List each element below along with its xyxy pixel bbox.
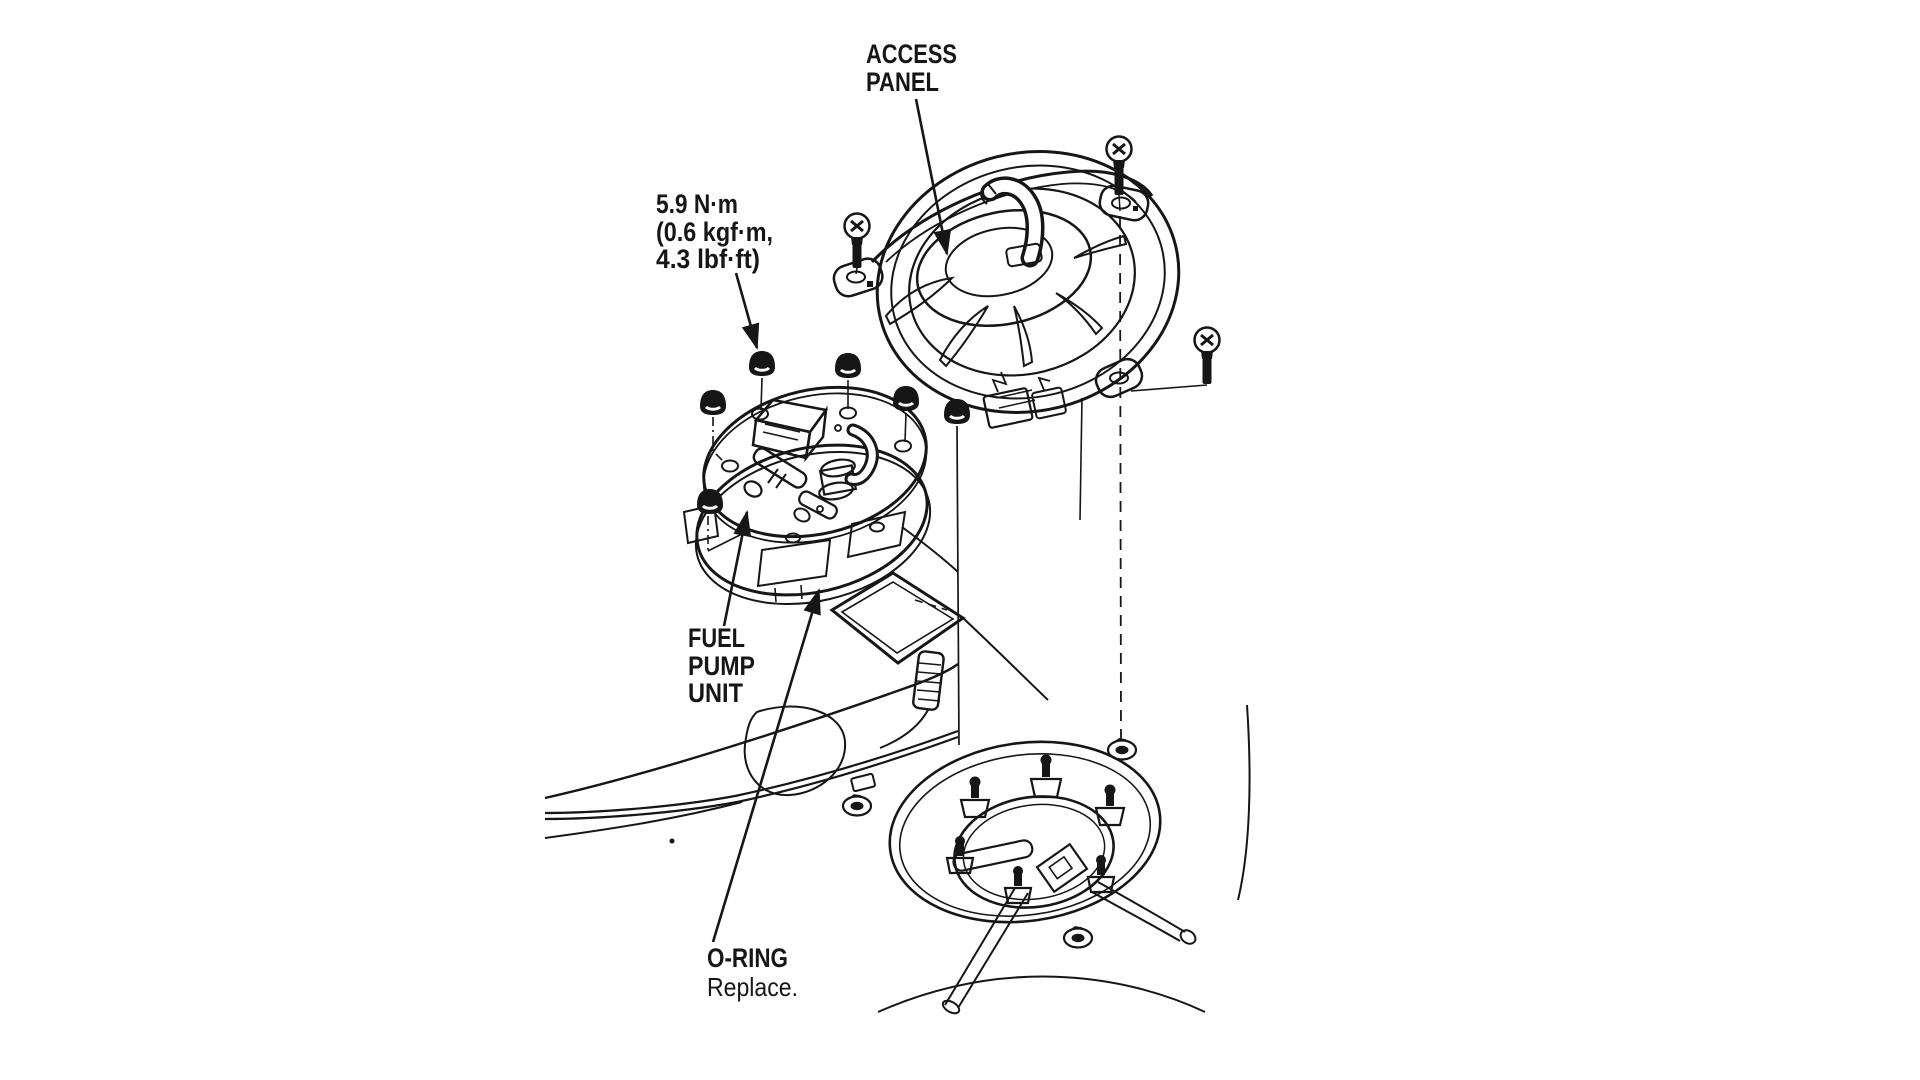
phillips-screw-icon (1105, 135, 1133, 212)
pump-electrical-connector (751, 398, 829, 463)
phillips-screw-icon (1193, 326, 1221, 384)
screw-leader-line (1130, 384, 1208, 392)
dome-nut-icon (700, 390, 726, 415)
fuel-pipe-stub (952, 839, 1034, 872)
fuel-pump-unit (682, 385, 932, 605)
grommet-icon (1106, 738, 1138, 761)
flange-nuts (697, 351, 1083, 746)
pump-flange (702, 385, 928, 539)
torque-spec-label-line2: (0.6 kgf·m, (656, 217, 773, 247)
panel-dome (915, 208, 1093, 328)
callout-labels: ACCESS PANEL 5.9 N·m (0.6 kgf·m, 4.3 lbf… (656, 39, 957, 1002)
torque-spec-label-line3: 4.3 lbf·ft) (656, 244, 760, 274)
sender-connector-stub (1035, 842, 1089, 894)
access-panel-label-line2: PANEL (866, 67, 939, 97)
dome-nut-icon (893, 386, 919, 411)
wire-boot (980, 176, 1045, 268)
mounting-studs (945, 754, 1126, 905)
access-panel-label-line1: ACCESS (866, 39, 957, 69)
dome-nut-icon (749, 351, 775, 376)
access-panel (832, 150, 1181, 429)
grommet-icon (841, 794, 873, 817)
harness-strap (879, 650, 945, 749)
panel-wire-connector (982, 371, 1067, 429)
fuel-pump-unit-label-line1: FUEL (688, 623, 745, 653)
alignment-line-solid (956, 425, 960, 746)
grommet-icon (1062, 926, 1094, 949)
torque-spec-arrow (734, 272, 760, 350)
fuel-pump-unit-label-line3: UNIT (688, 678, 743, 708)
o-ring-arrow (711, 588, 821, 943)
dome-nut-icon (697, 489, 723, 514)
pump-hole (953, 795, 1115, 909)
fuel-hose (944, 887, 1029, 1009)
flange-bolt-holes (721, 406, 912, 544)
fuel-pump-unit-arrow (722, 510, 752, 627)
tank-opening (888, 740, 1197, 1015)
o-ring-label-line2: Replace. (707, 972, 798, 1002)
torque-spec-label-line1: 5.9 N·m (656, 189, 738, 219)
o-ring-label-line1: O-RING (707, 943, 788, 973)
dome-nut-icon (835, 353, 861, 378)
access-panel-arrow (914, 98, 952, 256)
stamped-ribs (884, 234, 1128, 368)
fuel-pump-unit-label-line2: PUMP (688, 651, 755, 681)
fuel-feed-fitting (743, 447, 808, 498)
phillips-screw-icon (843, 212, 871, 275)
panel-screws (843, 135, 1221, 392)
banjo-fitting (793, 458, 858, 523)
callout-arrows (711, 98, 952, 943)
harness-inline-connector (850, 772, 876, 793)
panel-tab-bottom-right (1094, 357, 1144, 399)
alignment-line-dashed (1119, 215, 1122, 743)
fuel-tank-surface (544, 526, 1251, 1013)
return-pipe (844, 423, 879, 486)
grommets (841, 738, 1138, 949)
speck (669, 838, 675, 844)
insulator-plate (829, 571, 966, 665)
panel-outer-rim (875, 150, 1181, 414)
